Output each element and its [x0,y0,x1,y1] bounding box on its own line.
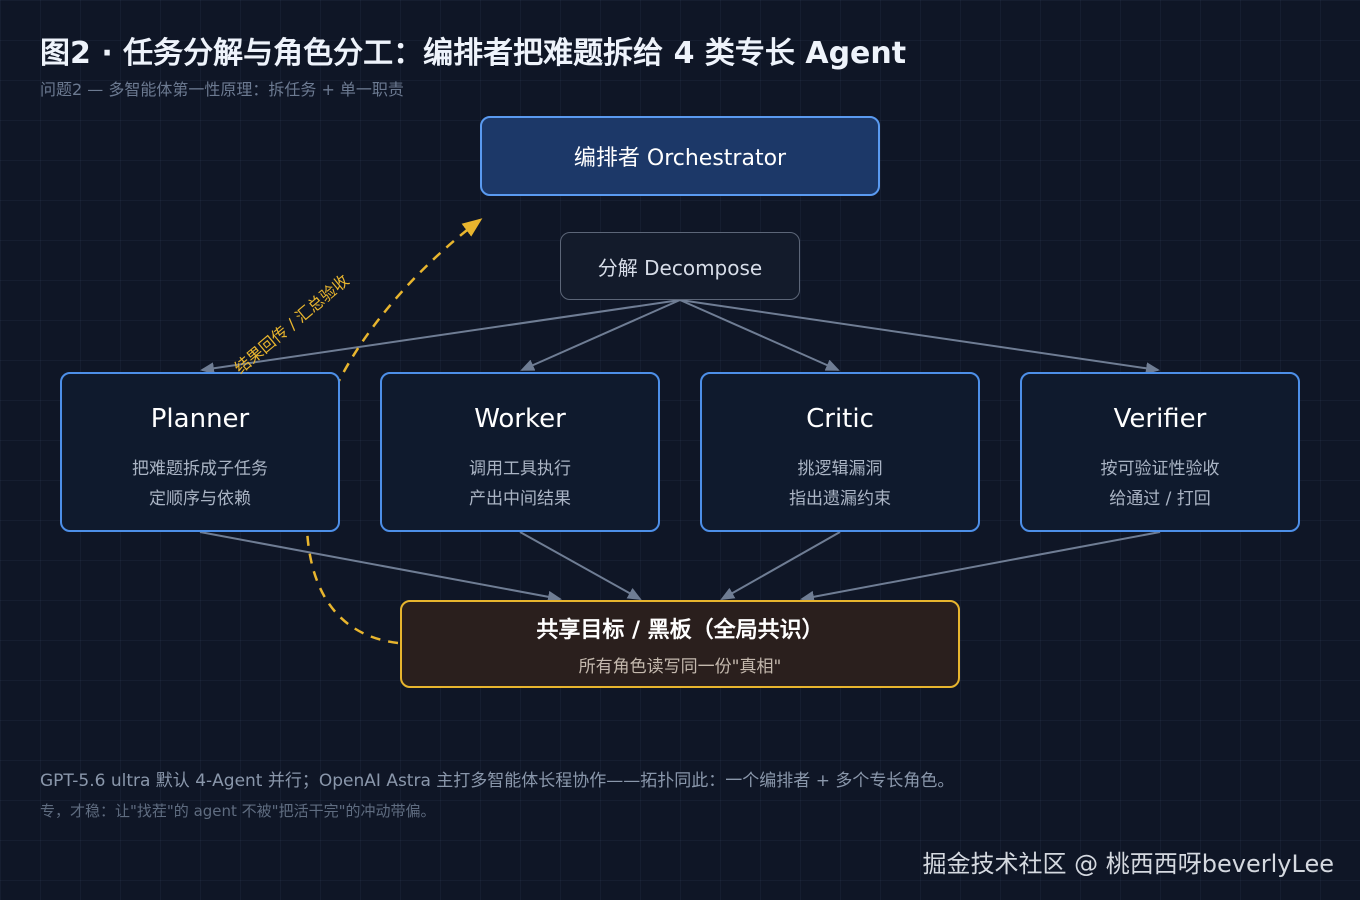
arrow-critic-board [720,531,841,600]
decompose-label: 分解 Decompose [597,255,763,280]
role-desc-line: 按可验证性验收 [1100,459,1220,479]
watermark: 掘金技术社区 @ 桃西西呀beverlyLee [922,850,1334,878]
role-name: Planner [150,404,250,434]
page-subtitle: 问题2 — 多智能体第一性原理：拆任务 + 单一职责 [40,80,404,99]
arrow-worker-board [519,531,642,600]
arrow-decompose-verifier [679,299,1160,375]
orchestrator-box: 编排者 Orchestrator [480,116,880,196]
role-desc-line: 把难题拆成子任务 [132,459,268,479]
role-desc-line: 给通过 / 打回 [1109,489,1211,509]
role-card-verifier: Verifier 按可验证性验收 给通过 / 打回 [1020,372,1300,532]
role-desc-line: 定顺序与依赖 [149,489,251,509]
footnote-line-2: 专，才稳：让"找茬"的 agent 不被"把活干完"的冲动带偏。 [40,802,436,820]
role-desc-line: 调用工具执行 [469,459,571,479]
arrow-decompose-planner [200,299,681,375]
blackboard-subtitle: 所有角色读写同一份"真相" [578,656,782,677]
blackboard-title: 共享目标 / 黑板（全局共识） [536,617,824,643]
arrow-decompose-worker [520,299,681,371]
decompose-box: 分解 Decompose [560,232,800,300]
role-name: Critic [806,404,874,434]
arrow-decompose-critic [679,299,840,371]
arrow-verifier-board [800,531,1161,603]
role-name: Verifier [1113,404,1207,434]
role-card-worker: Worker 调用工具执行 产出中间结果 [380,372,660,532]
arrow-planner-board [199,531,562,603]
footnote-line-1: GPT-5.6 ultra 默认 4-Agent 并行；OpenAI Astra… [40,771,955,791]
role-desc-line: 指出遗漏约束 [789,489,891,509]
role-card-planner: Planner 把难题拆成子任务 定顺序与依赖 [60,372,340,532]
role-desc-line: 挑逻辑漏洞 [797,459,883,479]
role-name: Worker [474,404,566,434]
orchestrator-label: 编排者 Orchestrator [573,146,787,171]
shared-blackboard-box: 共享目标 / 黑板（全局共识） 所有角色读写同一份"真相" [400,600,960,688]
role-desc-line: 产出中间结果 [469,489,571,509]
role-card-critic: Critic 挑逻辑漏洞 指出遗漏约束 [700,372,980,532]
page-title: 图2 · 任务分解与角色分工：编排者把难题拆给 4 类专长 Agent [40,36,907,71]
